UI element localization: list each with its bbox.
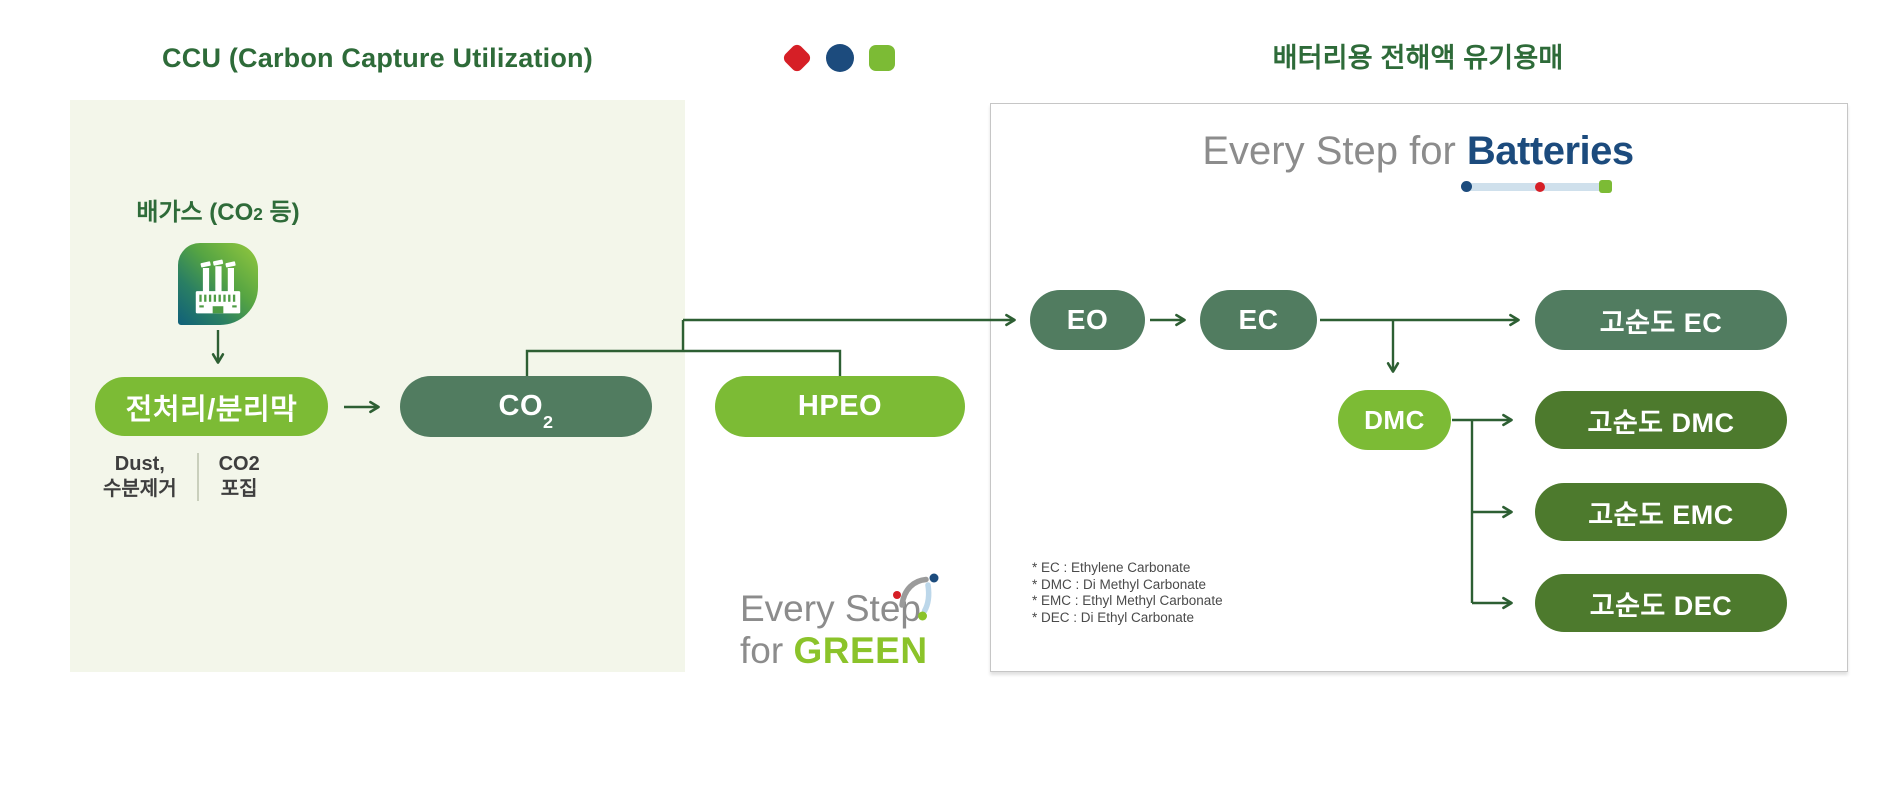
note-co2-line1: CO2: [218, 453, 260, 475]
batteries-logo-prefix: Every Step for: [1202, 129, 1467, 173]
pretreatment-node: 전처리/분리막: [95, 377, 328, 436]
pretreatment-notes: Dust, 수분제거 CO2 포집: [103, 452, 260, 502]
note-dust-line1: Dust,: [114, 453, 165, 475]
flue-gas-label-prefix: 배가스 (CO: [136, 199, 254, 226]
footnote-emc: * EMC : Ethyl Methyl Carbonate: [1032, 593, 1223, 608]
footnote-dec: * DEC : Di Ethyl Carbonate: [1032, 609, 1195, 625]
note-co2-capture: CO2 포집: [219, 452, 260, 502]
red-diamond-icon: [781, 42, 813, 74]
green-square-icon: [869, 45, 895, 71]
flue-gas-label-suffix: 등): [262, 199, 300, 226]
underline-green-square-icon: [1599, 180, 1612, 193]
co2-node-sub: 2: [543, 411, 554, 432]
footnote-dmc: * DMC : Di Methyl Carbonate: [1032, 576, 1207, 592]
ec-node: EC: [1200, 290, 1317, 350]
notes-divider: [196, 453, 199, 501]
dmc-node: DMC: [1338, 390, 1451, 450]
batteries-logo: Every Step for Batteries: [990, 128, 1846, 174]
note-dust-removal: Dust, 수분제거: [103, 452, 177, 502]
high-purity-dmc-node: 고순도 DMC: [1535, 391, 1787, 449]
footnote-ec: * EC : Ethylene Carbonate: [1032, 560, 1191, 575]
page-title-electrolyte: 배터리용 전해액 유기용매: [1272, 43, 1564, 73]
navy-circle-icon: [826, 44, 854, 72]
high-purity-dec-node: 고순도 DEC: [1535, 574, 1787, 632]
abbreviation-footnotes: * EC : Ethylene Carbonate * DMC : Di Met…: [1032, 560, 1223, 626]
note-co2-line2: 포집: [220, 478, 258, 500]
co2-node-text: CO: [498, 390, 543, 422]
hpeo-node: HPEO: [715, 376, 965, 437]
green-logo-line2-prefix: for: [740, 630, 794, 671]
batteries-logo-brand: Batteries: [1466, 129, 1634, 173]
factory-glyph: [195, 259, 241, 314]
high-purity-emc-node: 고순도 EMC: [1535, 483, 1787, 541]
high-purity-ec-node: 고순도 EC: [1535, 290, 1787, 350]
flue-gas-label-sub: 2: [253, 204, 263, 224]
underline-red-dot-icon: [1535, 182, 1545, 192]
green-logo-brand: GREEN: [793, 630, 928, 671]
underline-blue-dot-icon: [1461, 181, 1472, 192]
page-title-ccu: CCU (Carbon Capture Utilization): [162, 43, 593, 73]
note-dust-line2: 수분제거: [103, 478, 177, 500]
green-logo: Every Step for GREEN: [740, 588, 928, 672]
eo-node: EO: [1030, 290, 1145, 350]
green-logo-line1: Every Step: [740, 588, 921, 629]
green-logo-path-icon: [893, 573, 939, 621]
factory-icon: [178, 243, 258, 325]
flue-gas-label: 배가스 (CO2 등): [98, 192, 338, 227]
